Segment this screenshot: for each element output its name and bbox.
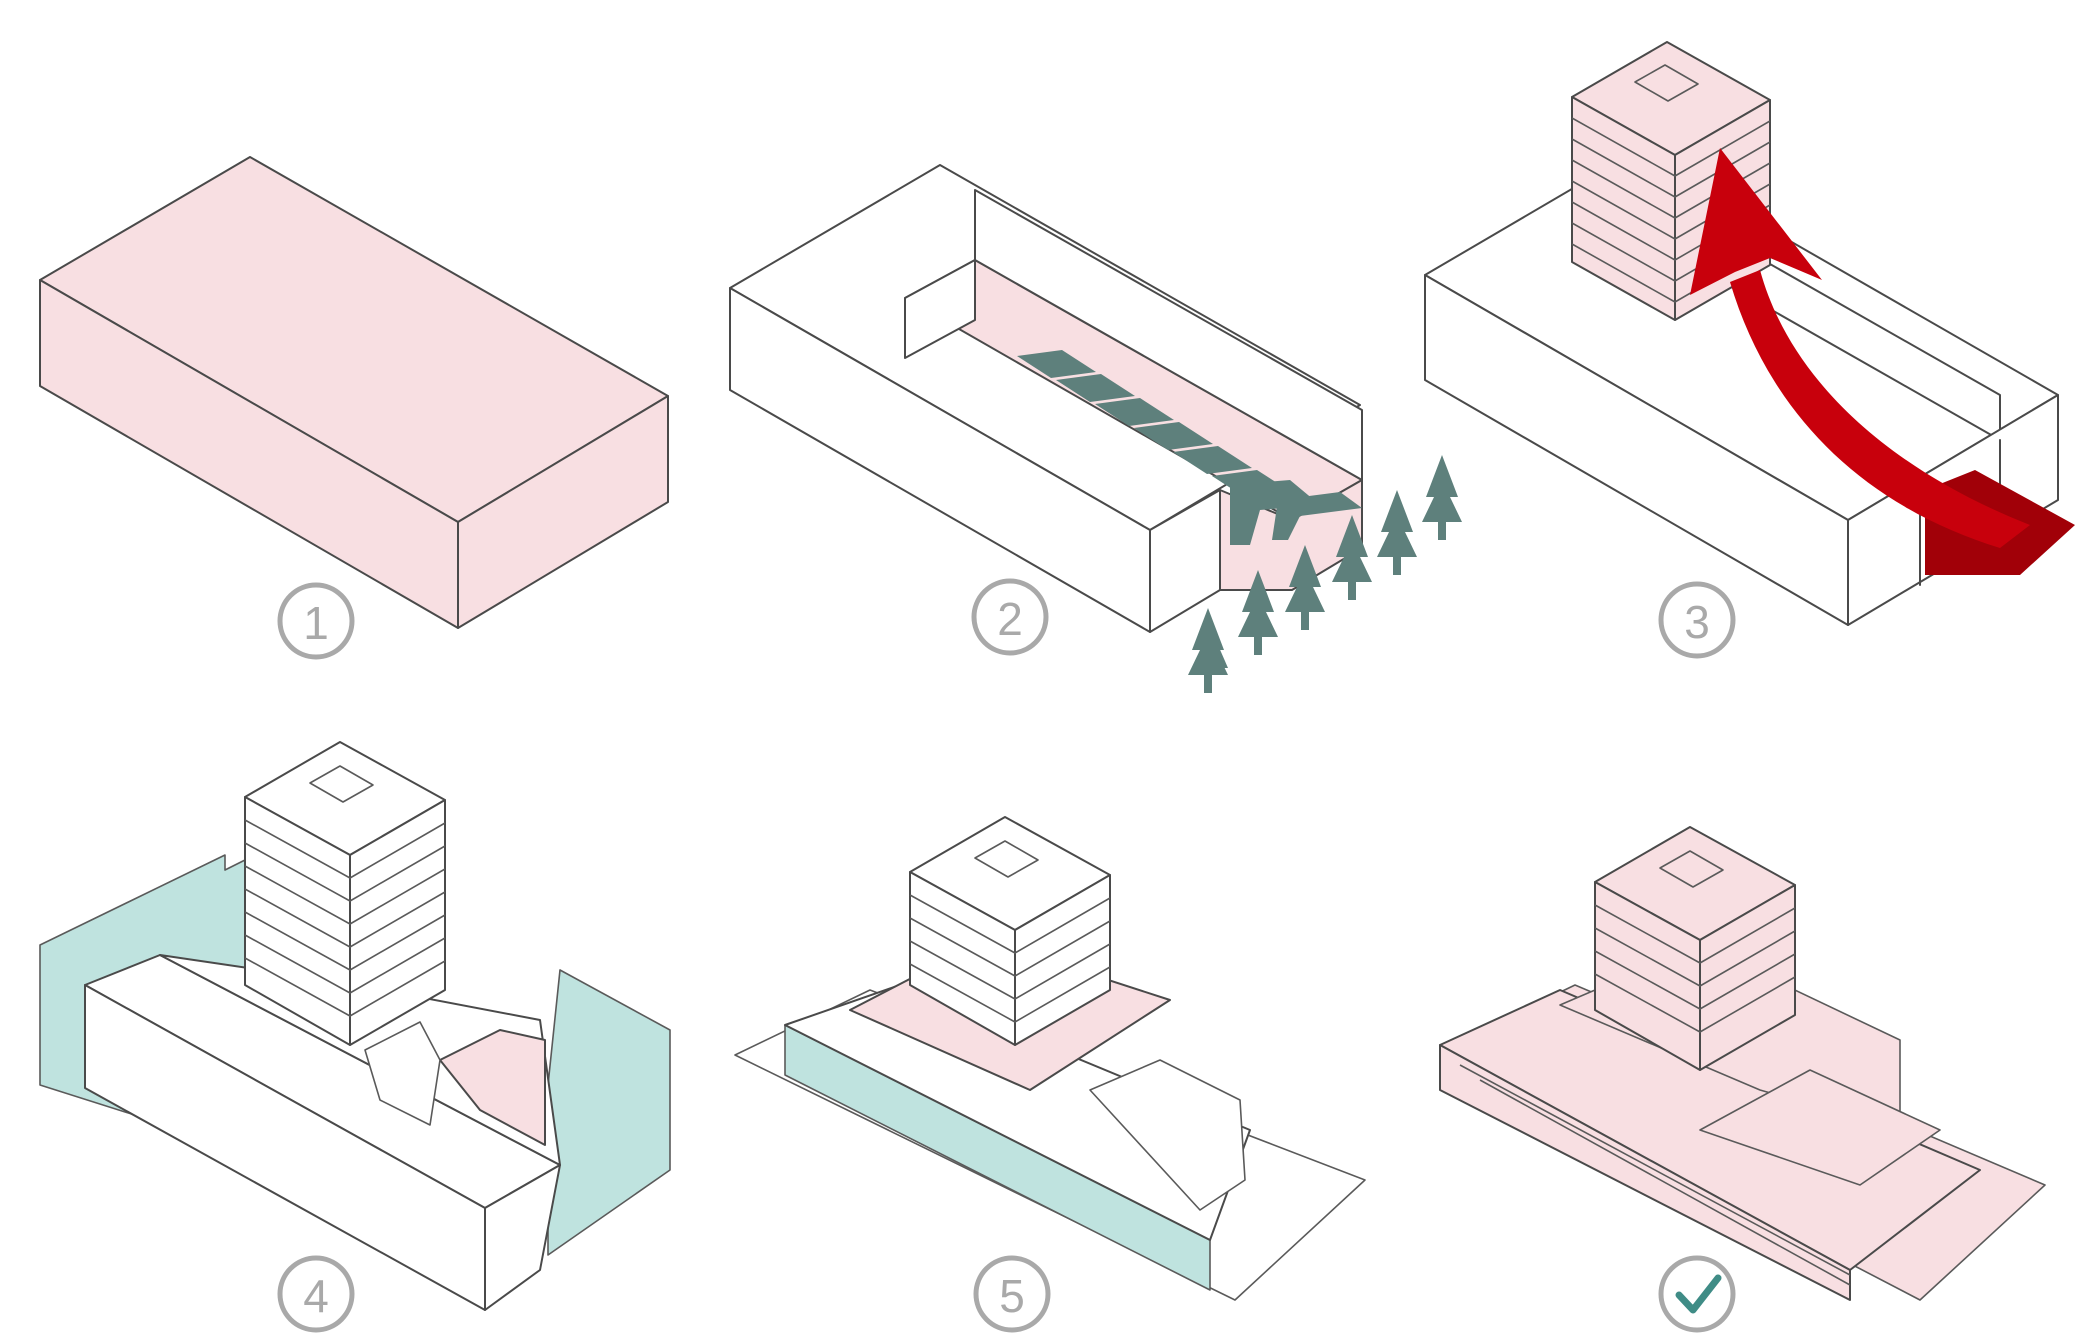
tree-icon xyxy=(1377,490,1417,575)
step-number: 1 xyxy=(303,597,329,649)
step-5-massing xyxy=(735,817,1365,1300)
step-3-massing xyxy=(1425,42,2075,625)
step-4-massing xyxy=(40,742,670,1310)
step-number: 5 xyxy=(999,1270,1025,1322)
step-6-label xyxy=(1661,1258,1733,1330)
step-4-label: 4 xyxy=(280,1258,352,1330)
tree-icon xyxy=(1422,455,1462,540)
step-1-label: 1 xyxy=(280,585,352,657)
step-number: 3 xyxy=(1684,596,1710,648)
step-2-massing xyxy=(730,165,1462,693)
step-5-label: 5 xyxy=(976,1258,1048,1330)
step-1-massing xyxy=(40,157,668,628)
step-number: 2 xyxy=(997,593,1023,645)
step-number: 4 xyxy=(303,1270,329,1322)
step-6-massing xyxy=(1440,827,2045,1300)
step-3-label: 3 xyxy=(1661,584,1733,656)
tower xyxy=(245,742,445,1045)
setback-plane-right xyxy=(548,970,670,1255)
step-2-label: 2 xyxy=(974,581,1046,653)
tree-icon xyxy=(1188,608,1228,693)
